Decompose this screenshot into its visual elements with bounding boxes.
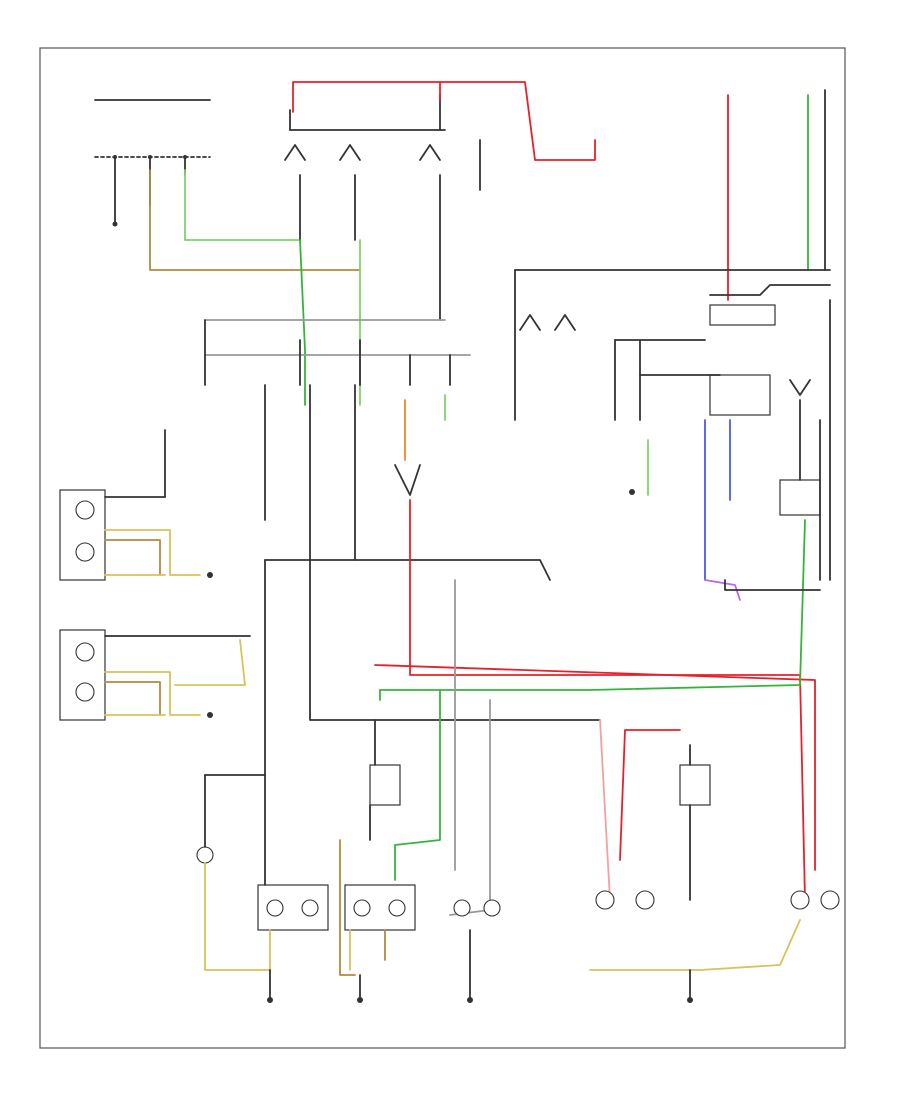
relay-switch-block [284,94,481,321]
wire-red-center [409,499,806,901]
license-lamp [453,899,501,917]
wire-red-top [292,81,596,161]
rear-lamp-right-b [790,890,840,910]
wire-green-long [379,519,806,691]
rear-lamp-right-a [595,890,655,910]
side-marker-bulb [196,846,214,864]
diagram-frame [39,47,846,1049]
wire-tan-switch [149,169,361,271]
left-lamp-assembly-upper [59,429,166,581]
rear-lamp-left [257,884,329,931]
wire-green-center [299,239,306,406]
wire-ltgreen-switch [184,169,301,241]
left-lamp-assembly-lower [59,629,251,721]
headlight-switch-group [94,99,211,227]
rear-lamp-center [344,884,416,931]
fuse-block [204,319,471,386]
